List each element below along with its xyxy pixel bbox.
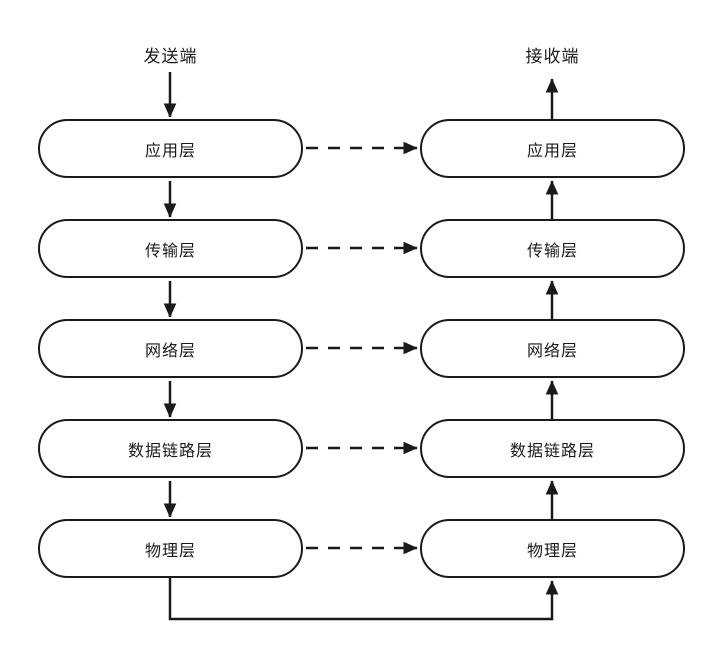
sender-layer-datalink-label: 数据链路层 [127, 442, 213, 460]
receiver-layer-datalink-label: 数据链路层 [509, 442, 595, 460]
sender-layer-application-label: 应用层 [144, 142, 196, 160]
sender-layer-transport-label: 传输层 [144, 242, 196, 260]
receiver-layer-network: 网络层 [420, 319, 685, 378]
receiver-layer-application: 应用层 [420, 119, 685, 178]
sender-layer-network-label: 网络层 [144, 342, 196, 360]
sender-layer-transport: 传输层 [38, 219, 303, 278]
sender-layer-physical: 物理层 [38, 519, 303, 578]
peer-dashed-arrows [306, 141, 418, 555]
receiver-layer-physical-label: 物理层 [526, 542, 578, 560]
receiver-layer-datalink: 数据链路层 [420, 419, 685, 478]
receiver-header: 接收端 [525, 47, 580, 66]
sender-layer-application: 应用层 [38, 119, 303, 178]
sender-layer-physical-label: 物理层 [144, 542, 196, 560]
receiver-layer-application-label: 应用层 [526, 142, 578, 160]
receiver-layer-physical: 物理层 [420, 519, 685, 578]
physical-media-connector [168, 577, 559, 621]
sender-layer-network: 网络层 [38, 319, 303, 378]
receiver-layer-transport: 传输层 [420, 219, 685, 278]
sender-layer-datalink: 数据链路层 [38, 419, 303, 478]
sender-header: 发送端 [143, 47, 198, 66]
receiver-layer-transport-label: 传输层 [526, 242, 578, 260]
receiver-layer-network-label: 网络层 [526, 342, 578, 360]
